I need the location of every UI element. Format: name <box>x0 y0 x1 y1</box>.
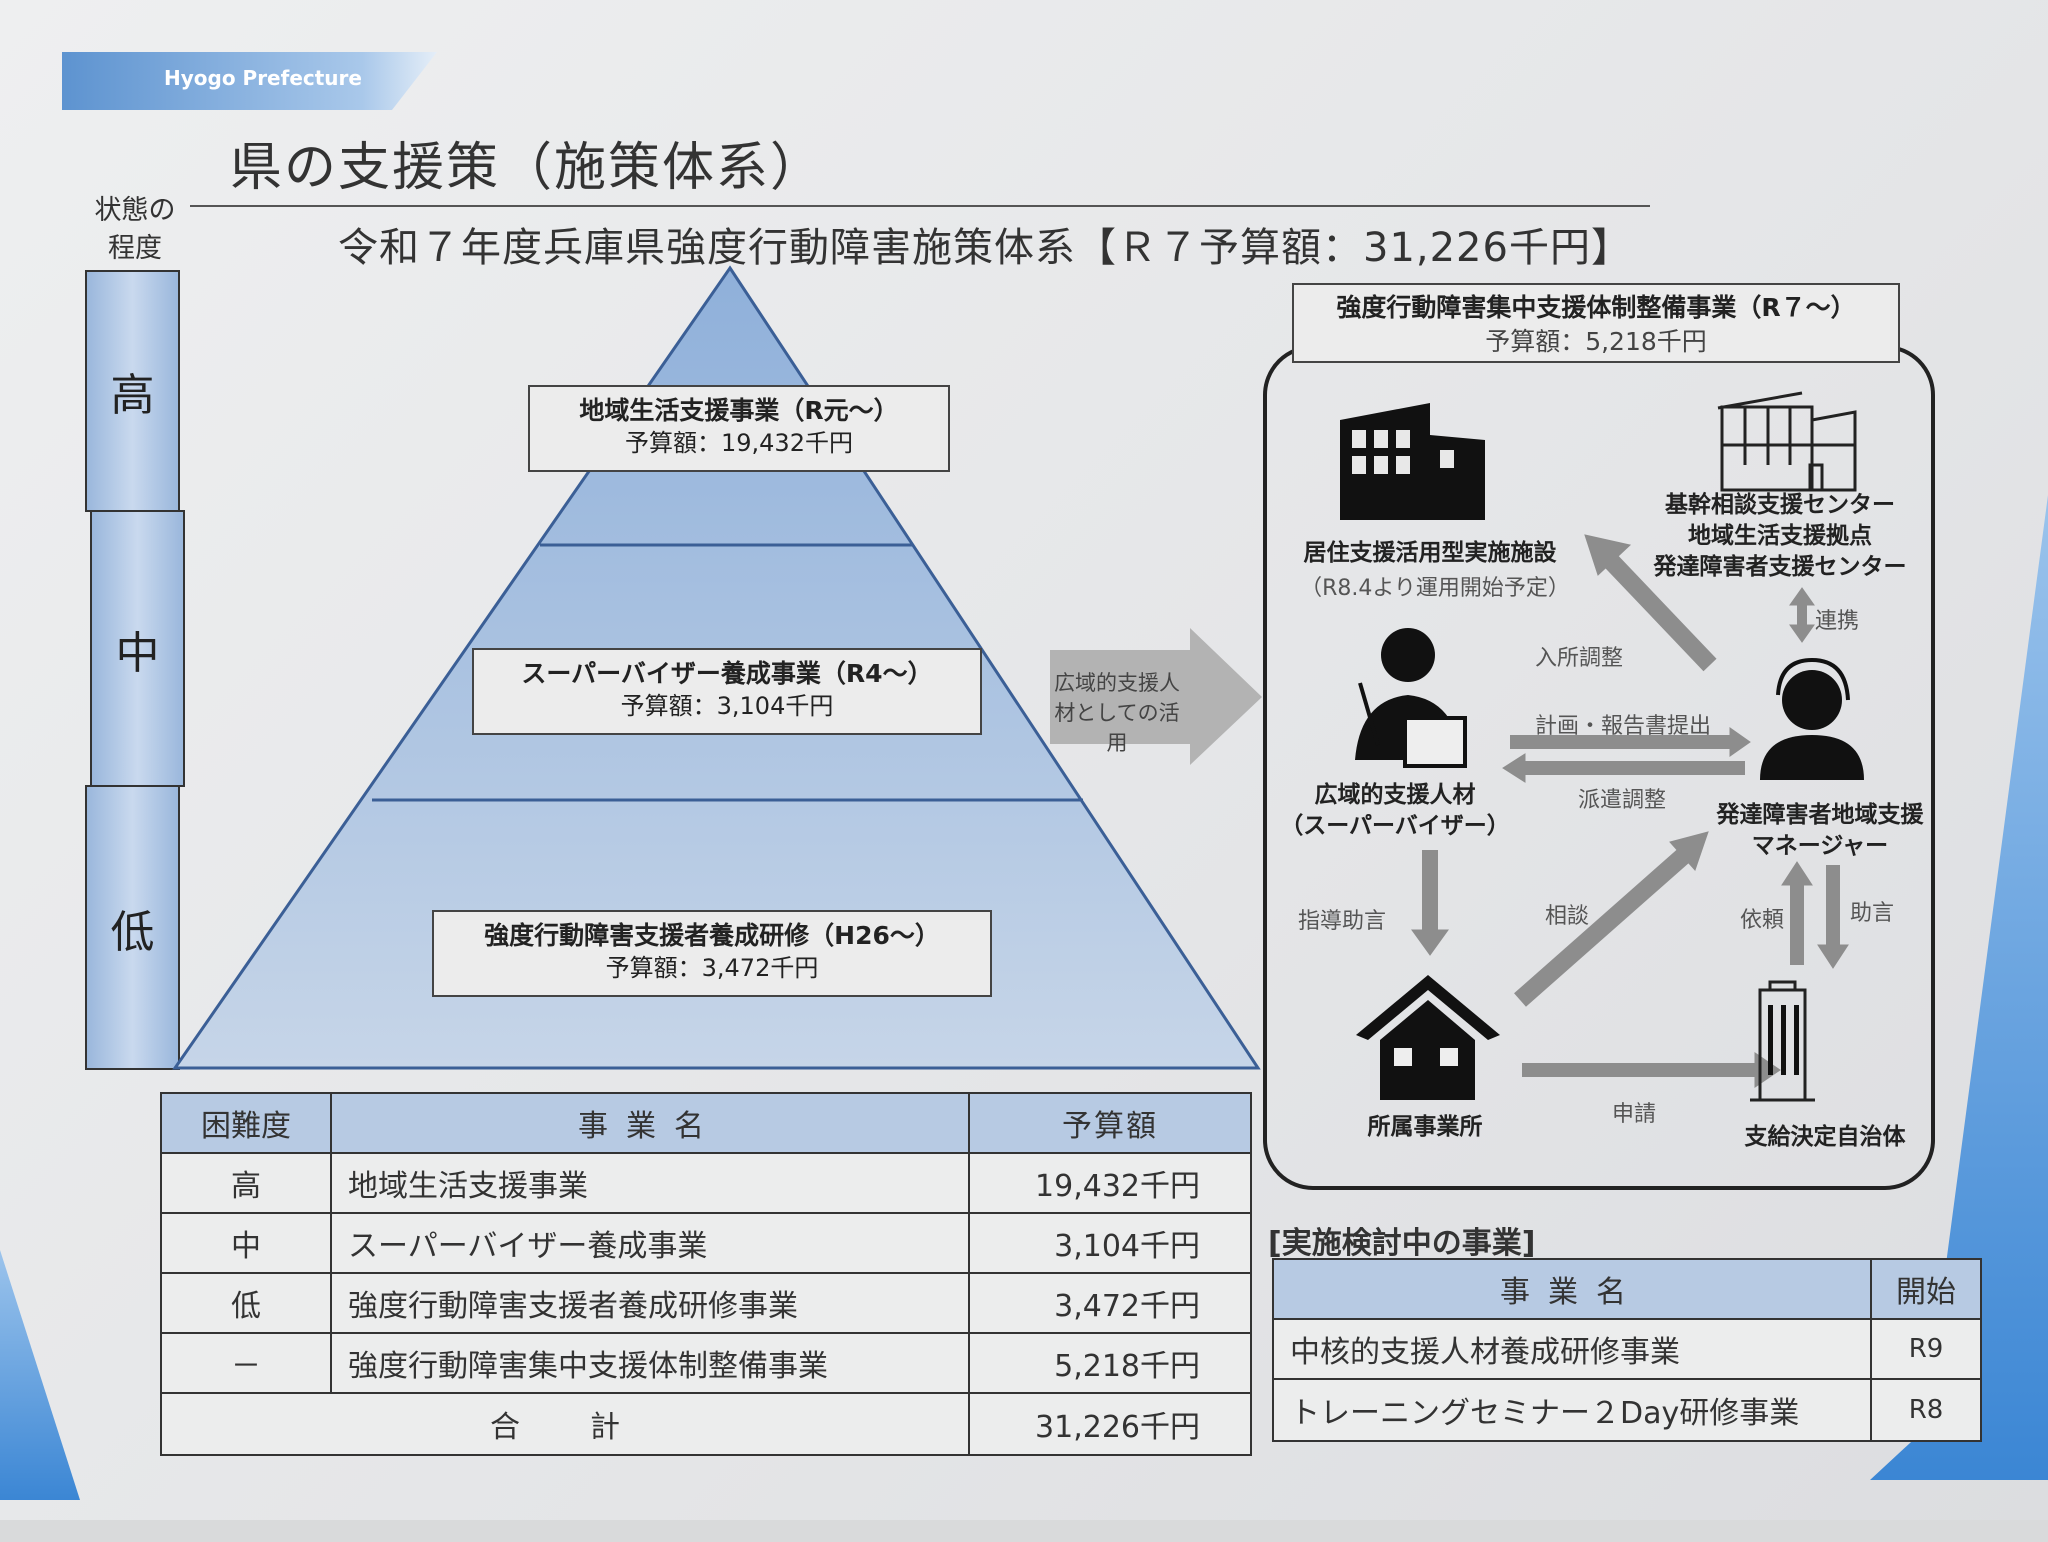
tier-box-low: 強度行動障害支援者養成研修（H26～）予算額：3,472千円 <box>432 910 992 997</box>
title-divider <box>190 205 1650 207</box>
arrow-label-apply: 申請 <box>1612 1102 1657 1127</box>
arrow-label-advice: 助言 <box>1850 901 1895 926</box>
page-title: 県の支援策（施策体系） <box>230 138 825 198</box>
manager-label: 発達障害者地域支援マネージャー <box>1716 802 1924 859</box>
support-center-icon <box>1717 391 1857 492</box>
level-low: 低 <box>85 785 180 1070</box>
facility-building-icon <box>1340 403 1485 520</box>
supervisor-label: 広域的支援人材（スーパーバイザー） <box>1280 782 1510 839</box>
arrow-label-dispatch: 派遣調整 <box>1578 788 1667 813</box>
bridge-arrow <box>1050 628 1262 765</box>
planned-title: [実施検討中の事業] <box>1268 1226 1536 1261</box>
panel-intensive-support <box>1263 345 1935 1190</box>
tier-box-high: 地域生活支援事業（R元～）予算額：19,432千円 <box>528 385 950 472</box>
municipality-label: 支給決定自治体 <box>1744 1124 1906 1150</box>
facility-label: 居住支援活用型実施施設 <box>1303 540 1557 566</box>
tier-box-mid: スーパーバイザー養成事業（R4～）予算額：3,104千円 <box>472 648 982 735</box>
level-axis-label: 状態の程度 <box>94 195 176 264</box>
bridge-arrow-label: 広域的支援人材としての活用 <box>1054 671 1180 755</box>
arrow-label-consult: 相談 <box>1545 904 1590 929</box>
office-label: 所属事業所 <box>1367 1114 1483 1140</box>
supervisor-person-icon <box>1355 628 1467 768</box>
manager-headset-icon <box>1760 657 1864 780</box>
center-labels: 基幹相談支援センター地域生活支援拠点発達障害者支援センター <box>1653 492 1907 580</box>
office-house-icon <box>1356 975 1500 1100</box>
subtitle: 令和７年度兵庫県強度行動障害施策体系【Ｒ７予算額：31,226千円】 <box>338 225 1632 271</box>
arrow-label-admission: 入所調整 <box>1535 646 1624 671</box>
level-mid: 中 <box>90 510 185 787</box>
municipality-tower-icon <box>1750 980 1815 1102</box>
arrow-label-plan: 計画・報告書提出 <box>1535 714 1712 739</box>
panel-title: 強度行動障害集中支援体制整備事業（R７～）予算額：5,218千円 <box>1292 283 1900 363</box>
arrow-label-cooperation: 連携 <box>1815 609 1860 634</box>
facility-note: （R8.4より運用開始予定） <box>1300 576 1570 601</box>
arrow-label-request: 依頼 <box>1740 908 1785 933</box>
header-banner: Hyogo Prefecture <box>62 52 437 110</box>
level-high: 高 <box>85 270 180 512</box>
arrow-label-guidance: 指導助言 <box>1298 909 1387 934</box>
